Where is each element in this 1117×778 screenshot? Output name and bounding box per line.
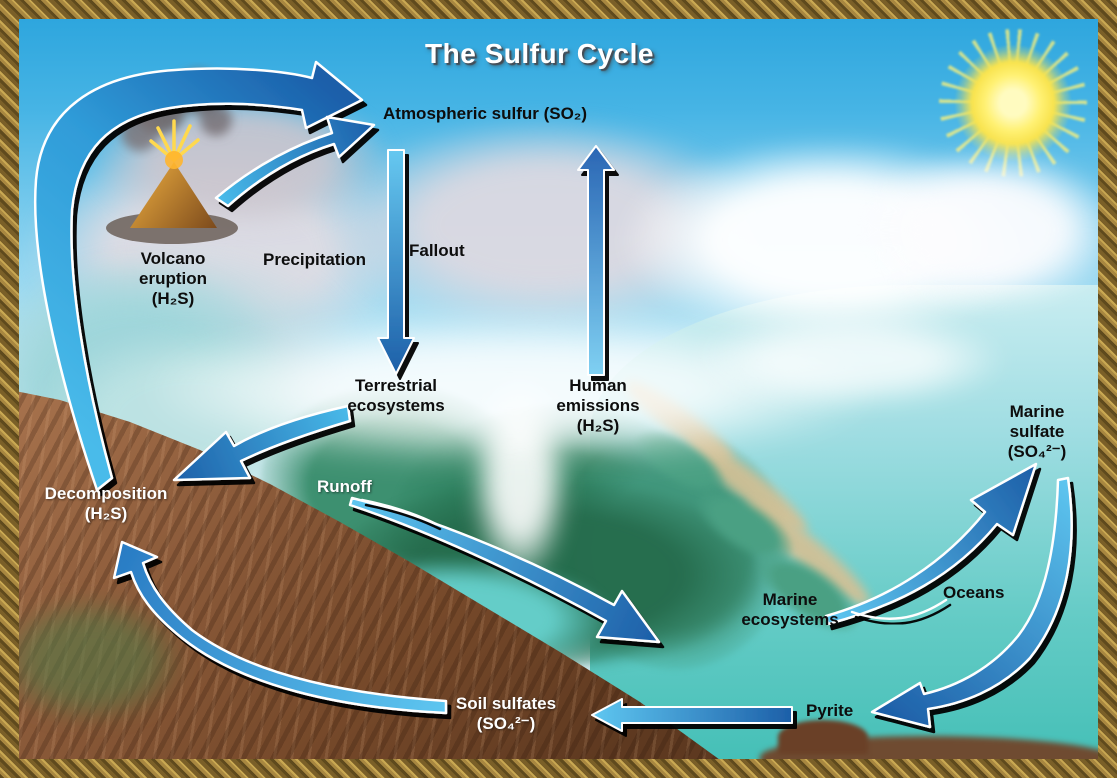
- arrow-decomposition-to-atmosphere: [33, 60, 364, 492]
- arrow-fallout: [377, 149, 415, 375]
- label-decomposition: Decomposition (H₂S): [44, 484, 168, 524]
- label-pyrite: Pyrite: [806, 701, 854, 720]
- pointer-line-runoff: [360, 498, 438, 526]
- label-volcano-eruption: Volcano eruption (H₂S): [139, 249, 207, 309]
- arrow-volcano-to-atmosphere: [214, 115, 376, 208]
- label-human-emissions: Human emissions (H₂S): [556, 376, 640, 436]
- label-precipitation: Precipitation: [263, 250, 366, 269]
- label-runoff: Runoff: [317, 477, 372, 496]
- shore-hill: [778, 720, 868, 754]
- mist-band: [700, 315, 1000, 405]
- cloud: [860, 150, 1098, 310]
- diagram-overlay: [33, 60, 1073, 732]
- label-marine-sulfate: Marine sulfate (SO₄²⁻): [1007, 402, 1067, 462]
- arrow-human-emissions: [577, 145, 615, 376]
- label-oceans: Oceans: [943, 583, 1005, 602]
- scene: The Sulfur Cycle Atmospheric sulfur (SO₂…: [19, 19, 1098, 759]
- page-title: The Sulfur Cycle: [425, 38, 654, 69]
- label-atmospheric-sulfur: Atmospheric sulfur (SO₂): [383, 104, 588, 123]
- arrow-soil-sulfates-to-decomposition: [112, 540, 448, 715]
- label-fallout: Fallout: [409, 241, 465, 260]
- arrow-marine-sulfate-to-pyrite: [870, 476, 1073, 729]
- arrow-runoff: [348, 496, 661, 644]
- sun-icon: [955, 45, 1071, 161]
- pointer-line-marine-ecosystems: [850, 598, 948, 620]
- label-marine-ecosystems: Marine ecosystems: [741, 590, 839, 630]
- arrow-oceans-to-marine-sulfate: [824, 462, 1038, 626]
- label-soil-sulfates: Soil sulfates (SO₄²⁻): [455, 694, 557, 734]
- arrow-pyrite-to-soil-sulfates: [591, 698, 793, 732]
- arrow-terrestrial-to-decomposition: [172, 404, 352, 482]
- label-terrestrial-ecosystems: Terrestrial ecosystems: [347, 376, 445, 416]
- moss-patch: [19, 600, 180, 720]
